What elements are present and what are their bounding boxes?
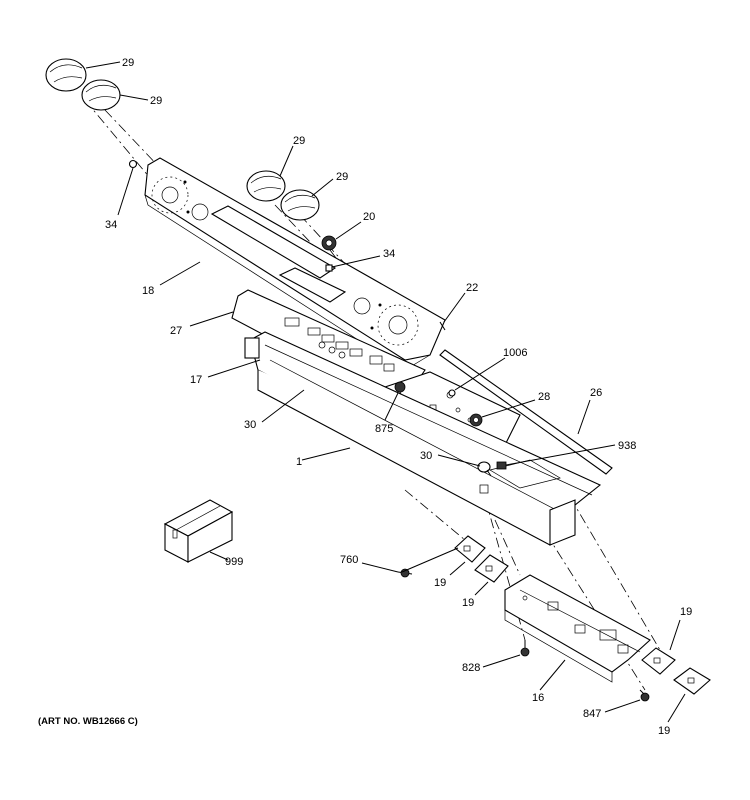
label-29: 29 (150, 95, 162, 107)
label-28: 28 (538, 391, 550, 403)
label-999: 999 (225, 556, 243, 568)
knob-29-lower-left (81, 79, 121, 111)
callout-labels: 29 29 29 29 34 20 34 18 22 27 1006 17 28… (105, 57, 692, 737)
label-17: 17 (190, 374, 202, 386)
art-number: (ART NO. WB12666 C) (38, 716, 138, 727)
screw-847 (639, 689, 650, 702)
knob-29-center-upper (246, 170, 286, 202)
label-34: 34 (383, 248, 395, 260)
relay-19-b (474, 554, 509, 583)
label-29: 29 (293, 135, 305, 147)
package-box-999 (163, 499, 234, 563)
label-30: 30 (244, 419, 256, 431)
label-938: 938 (618, 440, 636, 452)
clip-938 (496, 461, 507, 470)
label-20: 20 (363, 211, 375, 223)
label-16: 16 (532, 692, 544, 704)
relay-19-c (641, 647, 676, 675)
control-panel-18 (144, 157, 446, 371)
label-30: 30 (420, 450, 432, 462)
control-board-16 (504, 574, 651, 683)
seal-20 (321, 235, 337, 251)
label-19: 19 (680, 606, 692, 618)
label-847: 847 (583, 708, 601, 720)
leader-lines (85, 61, 686, 723)
switch-30-right (477, 461, 492, 477)
label-19: 19 (462, 597, 474, 609)
label-19: 19 (658, 725, 670, 737)
bracket-22 (439, 321, 446, 331)
clip-1006 (448, 389, 456, 397)
label-34: 34 (105, 219, 117, 231)
label-1: 1 (296, 456, 302, 468)
label-19: 19 (434, 577, 446, 589)
label-1006: 1006 (503, 347, 527, 359)
label-875: 875 (375, 423, 393, 435)
screw-760 (397, 568, 413, 578)
label-828: 828 (462, 662, 480, 674)
label-26: 26 (590, 387, 602, 399)
label-18: 18 (142, 285, 154, 297)
relay-19-d (673, 667, 711, 695)
label-29: 29 (336, 171, 348, 183)
knob-29-upper-left (45, 58, 87, 92)
label-22: 22 (466, 282, 478, 294)
seal-28 (469, 413, 483, 427)
touchpad-overlay-27 (231, 267, 426, 397)
screw-34-center (325, 264, 333, 272)
knob-29-center-lower (280, 189, 320, 221)
screw-828 (520, 640, 530, 657)
housing-1 (244, 331, 602, 546)
screw-34-left (128, 159, 138, 169)
trim-strip-26 (439, 349, 613, 475)
label-27: 27 (170, 325, 182, 337)
label-760: 760 (340, 554, 358, 566)
label-29: 29 (122, 57, 134, 69)
relay-19-a (454, 535, 486, 563)
